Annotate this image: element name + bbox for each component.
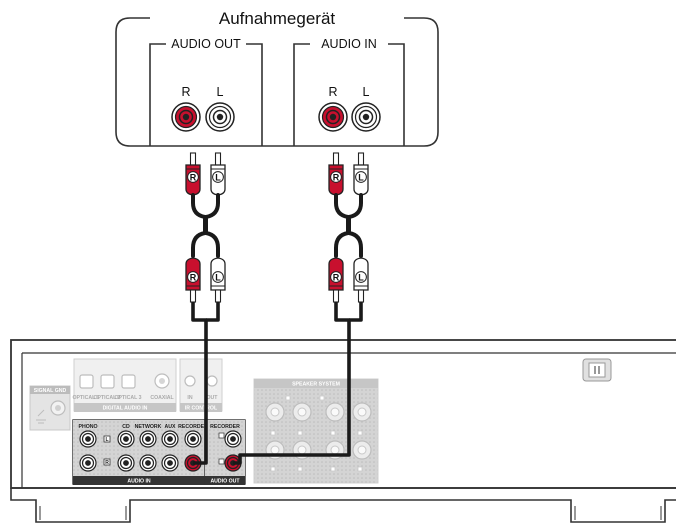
amp-audio-in-panel: AUDIO IN PHONO CD NETWORK AUX RECORDER L… bbox=[72, 419, 208, 485]
plug-r-letter: R bbox=[190, 172, 197, 182]
speaker-system-label: SPEAKER SYSTEM bbox=[292, 382, 340, 388]
rca-cable-right[interactable]: R L R L bbox=[328, 152, 369, 303]
recorder-title: Aufnahmegerät bbox=[219, 9, 336, 28]
phono-label: PHONO bbox=[78, 424, 97, 430]
optical1-label: OPTICAL 1 bbox=[73, 395, 100, 401]
recorder-audio-out-group: AUDIO OUT R L bbox=[149, 37, 263, 146]
power-inlet-icon bbox=[582, 358, 612, 382]
cable-left-bottom-r-plug: R bbox=[185, 257, 201, 303]
amp-recorder-in-l-jack[interactable] bbox=[184, 430, 202, 448]
plug-l-letter: L bbox=[358, 172, 364, 182]
recorder-device: Aufnahmegerät AUDIO OUT R L AUDIO I bbox=[115, 9, 439, 147]
coaxial-label: COAXIAL bbox=[150, 395, 174, 401]
cable-left-run bbox=[191, 302, 220, 465]
amp-audio-in-label: AUDIO IN bbox=[127, 479, 151, 485]
plug-r-letter: R bbox=[190, 272, 197, 282]
aux-label: AUX bbox=[165, 424, 176, 430]
recorder-in-r-jack[interactable] bbox=[318, 102, 348, 132]
cable-right-run bbox=[233, 302, 363, 465]
plug-l-letter: L bbox=[215, 272, 221, 282]
ir-control-panel: IR CONTROL IN OUT bbox=[179, 358, 223, 412]
recorder-in-label: RECORDER bbox=[178, 424, 208, 430]
cable-right-top-r-plug: R bbox=[328, 152, 344, 196]
recorder-in-r-label: R bbox=[328, 85, 337, 99]
signal-gnd-terminal: SIGNAL GND bbox=[29, 385, 71, 431]
ir-in-label: IN bbox=[187, 395, 192, 401]
cable-left-top-l-plug: L bbox=[210, 152, 226, 196]
amp-in-l-marker: L bbox=[105, 437, 108, 443]
cable-right-bottom-r-plug: R bbox=[328, 257, 344, 303]
recorder-audio-in-label: AUDIO IN bbox=[321, 37, 377, 51]
amp-in-r-marker: R bbox=[105, 460, 109, 466]
recorder-out-label: RECORDER bbox=[210, 424, 240, 430]
ir-control-label: IR CONTROL bbox=[185, 406, 218, 412]
amplifier-rear-panel: SIGNAL GND DIGITAL AUDIO IN OPTICAL 1 OP… bbox=[10, 339, 676, 523]
recorder-audio-in-group: AUDIO IN R L bbox=[293, 37, 405, 146]
plug-r-letter: R bbox=[333, 272, 340, 282]
amp-audio-out-label: AUDIO OUT bbox=[210, 479, 240, 485]
ir-out-label: OUT bbox=[207, 395, 219, 401]
signal-gnd-label: SIGNAL GND bbox=[34, 388, 67, 394]
amp-recorder-out-l-jack[interactable] bbox=[224, 430, 242, 448]
speaker-system-panel: SPEAKER SYSTEM bbox=[253, 378, 379, 484]
recorder-out-l-label: L bbox=[217, 85, 224, 99]
recorder-out-l-jack[interactable] bbox=[205, 102, 235, 132]
amp-audio-out-panel: AUDIO OUT RECORDER bbox=[204, 419, 246, 485]
recorder-out-r-label: R bbox=[181, 85, 190, 99]
recorder-audio-out-label: AUDIO OUT bbox=[171, 37, 241, 51]
optical3-label: OPTICAL 3 bbox=[115, 395, 142, 401]
digital-audio-in-panel: DIGITAL AUDIO IN OPTICAL 1 OPTICAL 2 OPT… bbox=[73, 358, 177, 412]
plug-l-letter: L bbox=[358, 272, 364, 282]
network-label: NETWORK bbox=[135, 424, 162, 430]
recorder-in-l-jack[interactable] bbox=[351, 102, 381, 132]
recorder-in-l-label: L bbox=[363, 85, 370, 99]
cable-left-bottom-l-plug: L bbox=[210, 257, 226, 303]
rca-cable-left[interactable]: R L R L bbox=[185, 152, 226, 303]
cable-right-bottom-l-plug: L bbox=[353, 257, 369, 303]
optical2-label: OPTICAL 2 bbox=[94, 395, 121, 401]
cd-label: CD bbox=[122, 424, 130, 430]
cable-left-top-r-plug: R bbox=[185, 152, 201, 196]
cable-right-top-l-plug: L bbox=[353, 152, 369, 196]
digital-audio-in-label: DIGITAL AUDIO IN bbox=[103, 406, 148, 412]
plug-r-letter: R bbox=[333, 172, 340, 182]
recorder-out-r-jack[interactable] bbox=[171, 102, 201, 132]
recorder-frame bbox=[115, 17, 439, 147]
plug-l-letter: L bbox=[215, 172, 221, 182]
